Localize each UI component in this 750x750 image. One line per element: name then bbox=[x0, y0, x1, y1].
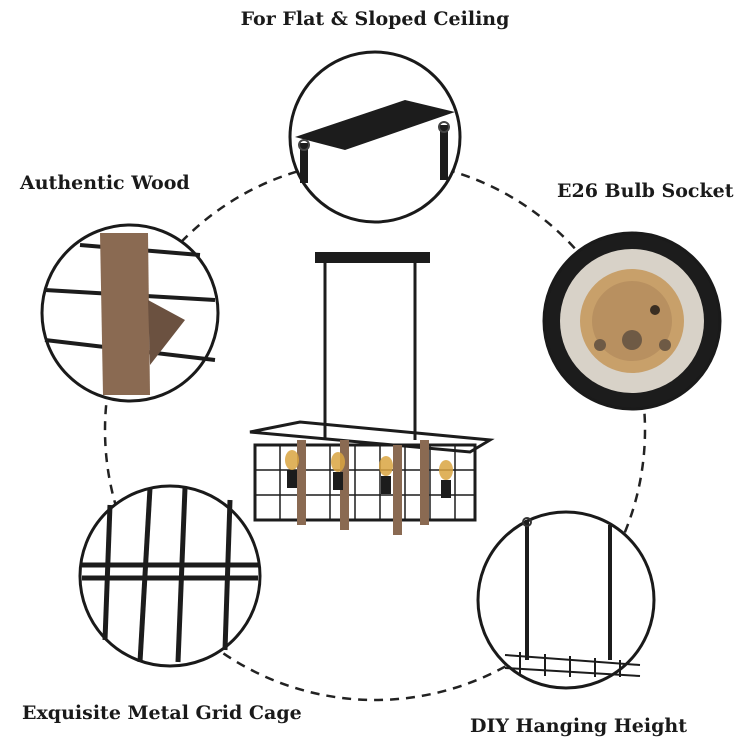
cage-front-frame bbox=[253, 443, 477, 522]
detail-authentic-wood bbox=[40, 223, 220, 403]
edison-bulbs bbox=[285, 450, 453, 498]
chandelier-main bbox=[249, 252, 495, 535]
label-diy-hanging-height: DIY Hanging Height bbox=[470, 715, 687, 737]
detail-metal-grid-cage bbox=[78, 484, 262, 668]
wood-post bbox=[340, 440, 349, 530]
wood-post bbox=[297, 440, 306, 525]
wood-post bbox=[393, 445, 402, 535]
label-e26-bulb-socket: E26 Bulb Socket bbox=[557, 180, 734, 202]
cage-top-frame bbox=[249, 420, 495, 454]
detail-ceiling-canopy bbox=[288, 50, 462, 224]
label-metal-grid-cage: Exquisite Metal Grid Cage bbox=[22, 702, 302, 724]
label-authentic-wood: Authentic Wood bbox=[20, 172, 190, 194]
detail-hanging-height bbox=[476, 510, 656, 690]
wood-post bbox=[420, 440, 429, 525]
canopy-plate bbox=[315, 252, 430, 263]
detail-e26-socket bbox=[542, 231, 722, 411]
label-flat-sloped-ceiling: For Flat & Sloped Ceiling bbox=[240, 8, 510, 30]
